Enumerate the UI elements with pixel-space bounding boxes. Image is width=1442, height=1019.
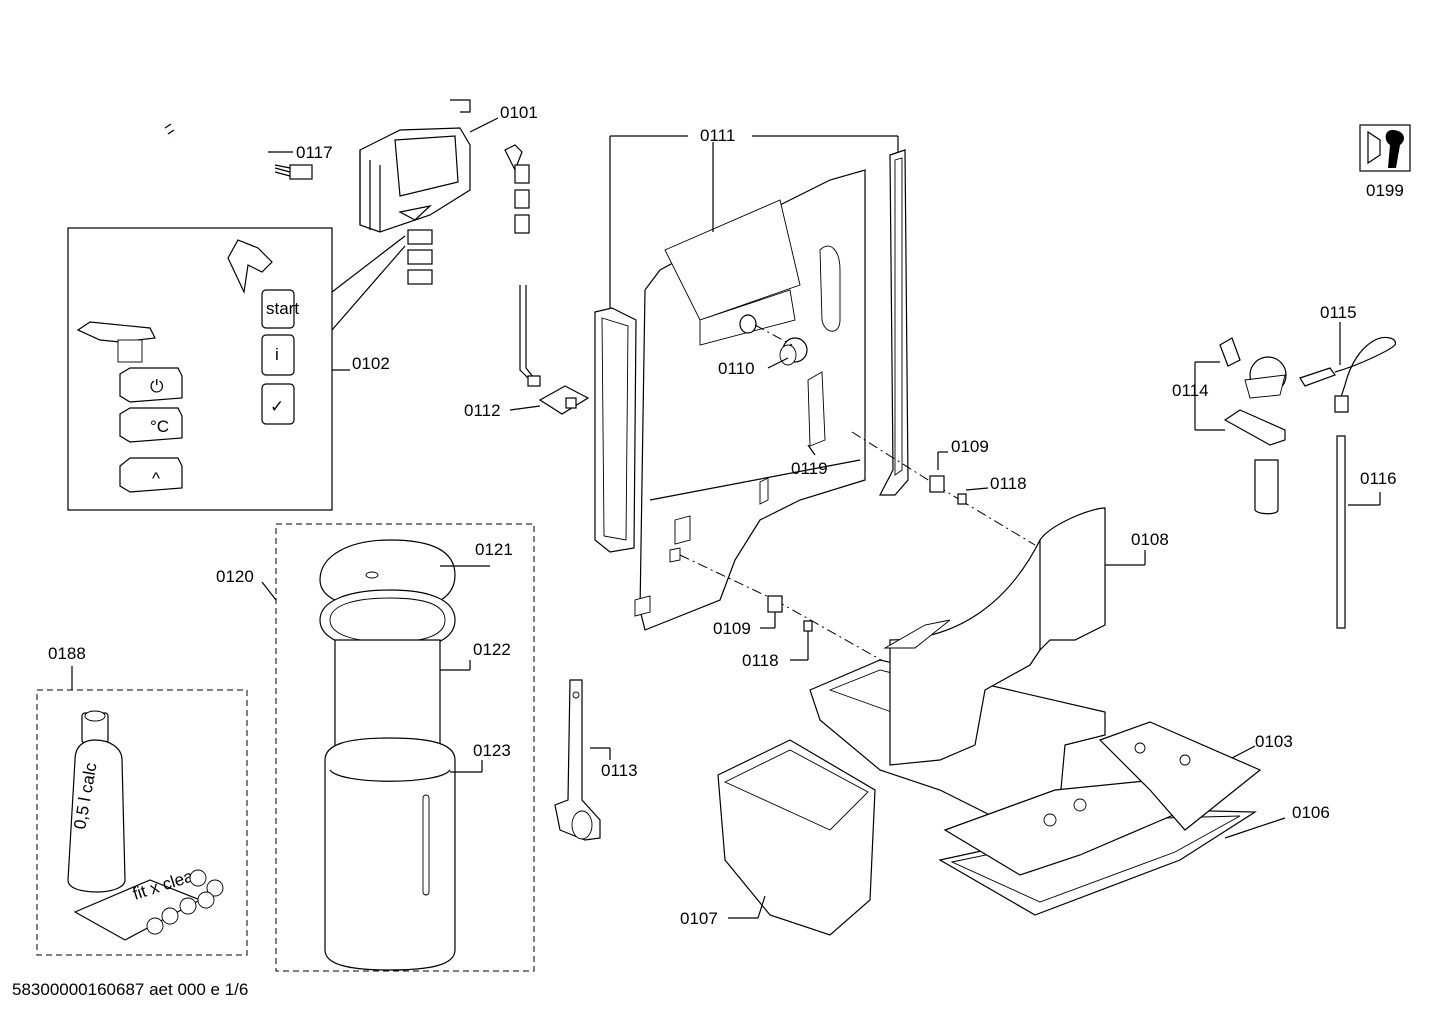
rotary-knob [739,314,808,366]
key-caps-small [504,144,530,234]
button-temperature: °C [119,407,183,443]
button-lever-right [227,239,273,295]
svg-text:i: i [275,345,279,364]
side-rail-right [879,149,909,496]
seal-ring-upper [957,493,967,505]
steam-hose [1299,336,1397,413]
part-label-0106: 0106 [1292,803,1330,822]
button-info: i [261,334,295,376]
button-power: ⏻ [119,367,183,403]
button-ok: ✓ [261,383,295,425]
part-label-0118-lower: 0118 [742,651,779,670]
buttons-detail-frame [67,227,333,511]
front-panel [634,169,866,631]
cleaning-tablets: fit x clean [73,864,224,941]
drawing-reference-footer: 58300000160687 aet 000 e 1/6 [12,980,249,999]
water-tank-group-frame [275,523,535,972]
grounds-container [717,739,876,936]
svg-text:start: start [266,299,299,318]
steam-tube [1336,435,1346,629]
descaler-bottle: 0,5 l calc [67,710,126,893]
cup-grid [943,721,1262,876]
svg-text:✓: ✓ [270,397,284,416]
part-label-0111: 0111 [700,126,735,145]
part-label-0121: 0121 [475,540,513,559]
part-label-0103: 0103 [1255,732,1293,751]
seal-pad-upper [929,475,945,493]
part-label-0199: 0199 [1366,181,1404,200]
tank-seal [319,589,456,651]
part-label-0115: 0115 [1320,303,1357,322]
part-label-0117: 0117 [296,143,333,162]
side-rail-left [594,307,637,553]
part-label-0122: 0122 [473,640,511,659]
steam-valve [1219,337,1287,515]
wire-harness [519,285,590,415]
part-label-0188: 0188 [48,644,86,663]
part-label-0114: 0114 [1172,381,1209,400]
button-start: start [261,289,299,329]
svg-text:⏻: ⏻ [150,377,164,396]
control-module [359,99,471,285]
part-label-0109-lower: 0109 [713,619,751,638]
part-label-0123: 0123 [473,741,511,760]
drip-shield [883,507,1106,766]
part-label-0107: 0107 [680,909,718,928]
part-label-0119: 0119 [791,459,828,478]
part-label-0118-upper: 0118 [990,474,1027,493]
svg-text:°C: °C [150,417,169,436]
button-lever-left [76,321,156,363]
care-products-frame [36,689,248,956]
part-label-0110: 0110 [718,359,755,378]
seal-pad-lower [767,595,783,613]
part-label-0101: 0101 [500,103,538,122]
measuring-spoon [554,679,601,841]
button-up: ^ [119,457,183,493]
part-label-0112: 0112 [464,401,501,420]
svg-text:^: ^ [152,469,160,488]
part-label-0113: 0113 [601,761,638,780]
part-label-0109-upper: 0109 [951,437,989,456]
part-label-0116: 0116 [1360,469,1397,488]
part-label-0120: 0120 [216,567,254,586]
part-label-0108: 0108 [1131,530,1169,549]
service-tool-icon [1359,124,1411,172]
part-label-0102: 0102 [352,354,390,373]
power-cable [164,123,313,180]
tank-outer [324,737,456,971]
seal-ring-lower [803,620,813,632]
